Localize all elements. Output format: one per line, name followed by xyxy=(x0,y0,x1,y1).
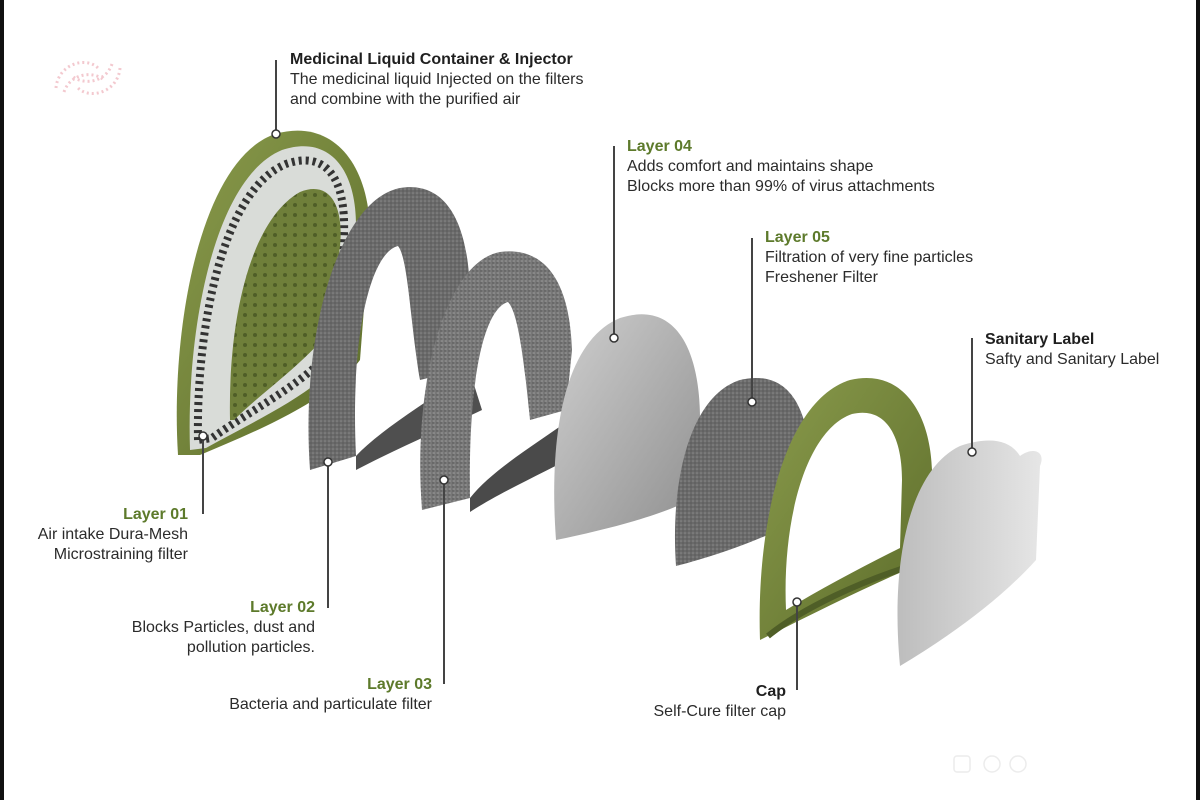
container-desc-2: and combine with the purified air xyxy=(290,91,521,108)
layer-05-desc-2: Freshener Filter xyxy=(765,269,878,286)
layer-01-leader-dot xyxy=(198,431,208,441)
container-label: Medicinal Liquid Container & Injector Th… xyxy=(290,50,584,110)
layer-03-title: Layer 03 xyxy=(367,676,432,693)
layer-02-leader-dot xyxy=(323,457,333,467)
sanitary-desc-1: Safty and Sanitary Label xyxy=(985,351,1160,368)
container-leader-dot xyxy=(271,129,281,139)
leader-dots xyxy=(198,129,977,607)
layer-04-title: Layer 04 xyxy=(627,138,692,155)
right-border xyxy=(1196,0,1200,800)
layer-01-title: Layer 01 xyxy=(123,506,188,523)
layer-03-label: Layer 03 Bacteria and particulate filter xyxy=(180,675,432,715)
container-title: Medicinal Liquid Container & Injector xyxy=(290,51,573,68)
cap-leader-dot xyxy=(792,597,802,607)
layer-03-desc-1: Bacteria and particulate filter xyxy=(229,696,432,713)
layer-04-desc-2: Blocks more than 99% of virus attachment… xyxy=(627,178,935,195)
leader-lines xyxy=(202,60,973,690)
sanitary-title: Sanitary Label xyxy=(985,331,1095,348)
left-border xyxy=(0,0,4,800)
layer-05-leader-dot xyxy=(747,397,757,407)
sanitary-label: Sanitary Label Safty and Sanitary Label xyxy=(985,330,1159,370)
layer-04-part xyxy=(554,314,700,540)
layer-02-title: Layer 02 xyxy=(250,599,315,616)
container-desc-1: The medicinal liquid Injected on the fil… xyxy=(290,71,584,88)
layer-05-label: Layer 05 Filtration of very fine particl… xyxy=(765,228,973,288)
layer-05-title: Layer 05 xyxy=(765,229,830,246)
layer-01-desc-1: Air intake Dura-Mesh xyxy=(37,526,188,543)
cap-desc-1: Self-Cure filter cap xyxy=(653,703,787,720)
cap-label: Cap Self-Cure filter cap xyxy=(600,682,787,722)
cap-part xyxy=(759,377,932,640)
layer-02-desc-1: Blocks Particles, dust and xyxy=(131,619,315,636)
watermark-icon xyxy=(953,755,1027,773)
layer-04-desc-1: Adds comfort and maintains shape xyxy=(627,158,874,175)
layer-01-desc-2: Microstraining filter xyxy=(53,546,188,563)
layer-03-leader-dot xyxy=(439,475,449,485)
layer-05-desc-1: Filtration of very fine particles xyxy=(765,249,974,266)
layer-02-label: Layer 02 Blocks Particles, dust and poll… xyxy=(90,598,315,658)
layer-03-part xyxy=(420,251,582,512)
dotted-ring-logo-icon xyxy=(54,61,122,95)
cap-title: Cap xyxy=(755,683,786,700)
sanitary-label-part xyxy=(897,440,1042,666)
layer-01-label: Layer 01 Air intake Dura-Mesh Microstrai… xyxy=(20,505,188,565)
layer-04-leader-dot xyxy=(609,333,619,343)
layer-02-desc-2: pollution particles. xyxy=(186,639,315,656)
layer-04-label: Layer 04 Adds comfort and maintains shap… xyxy=(627,137,935,197)
sanitary-leader-dot xyxy=(967,447,977,457)
